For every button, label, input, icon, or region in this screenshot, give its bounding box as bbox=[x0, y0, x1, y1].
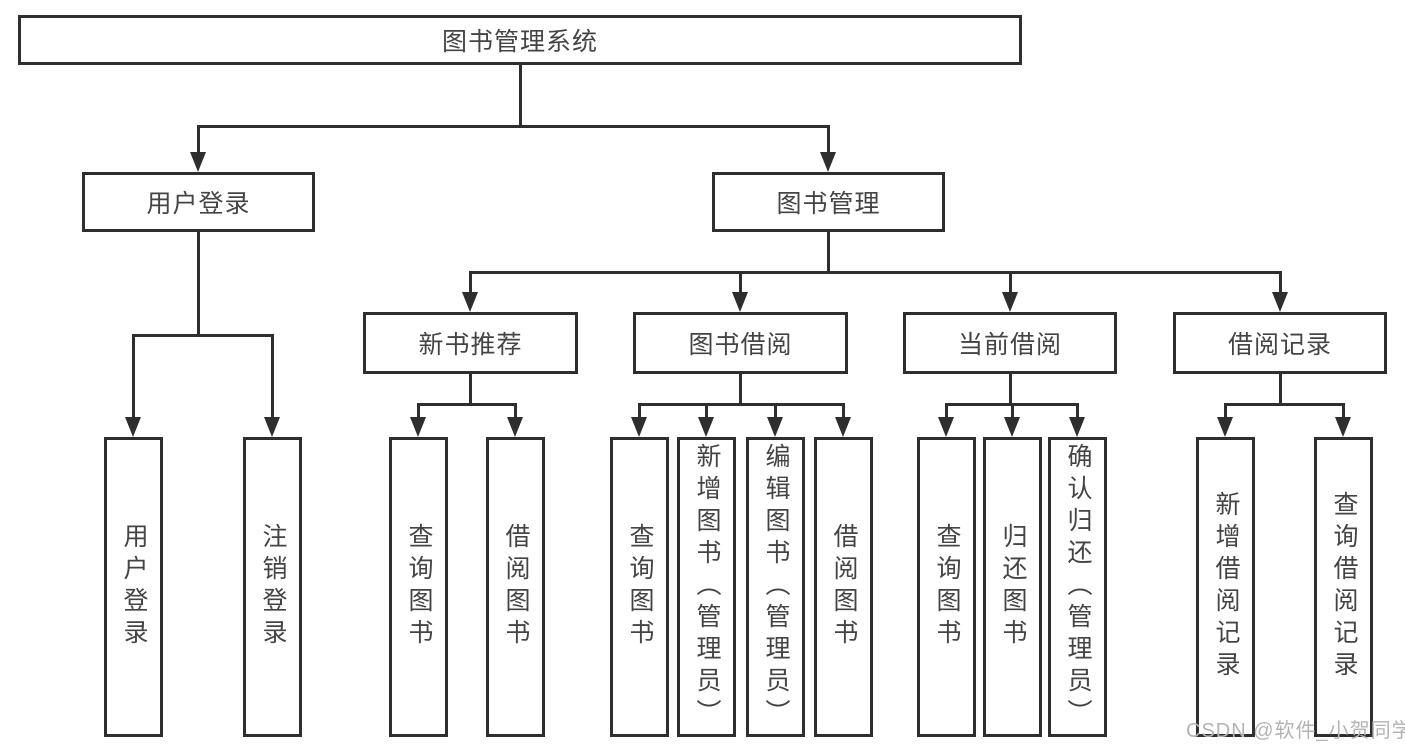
connector-line bbox=[469, 271, 472, 294]
connector-line bbox=[842, 403, 845, 419]
node-label: 用户登录 bbox=[120, 523, 148, 651]
leaf-borrow-books: 借阅图书 bbox=[814, 437, 873, 737]
connector-line bbox=[638, 403, 845, 406]
connector-line bbox=[271, 334, 274, 419]
connector-line bbox=[1279, 374, 1282, 405]
node-book-borrowing: 图书借阅 bbox=[633, 312, 848, 374]
node-label: 借阅图书 bbox=[502, 523, 530, 651]
leaf-borrow-books-recommend: 借阅图书 bbox=[486, 437, 545, 737]
node-current-borrowing: 当前借阅 bbox=[903, 312, 1117, 374]
arrow-down-icon bbox=[264, 417, 280, 437]
connector-line bbox=[132, 334, 274, 337]
node-user-login: 用户登录 bbox=[82, 172, 315, 232]
connector-line bbox=[197, 125, 200, 155]
node-new-book-recommendation: 新书推荐 bbox=[363, 312, 578, 374]
connector-line bbox=[827, 232, 830, 273]
leaf-add-books-admin: 新增图书（管理员） bbox=[677, 437, 736, 737]
arrow-down-icon bbox=[410, 417, 426, 437]
arrow-down-icon bbox=[125, 417, 141, 437]
arrow-down-icon bbox=[1272, 292, 1288, 312]
connector-line bbox=[197, 125, 830, 128]
leaf-confirm-return-admin: 确认归还（管理员） bbox=[1048, 437, 1107, 737]
node-label: 查询图书 bbox=[933, 523, 961, 651]
connector-line bbox=[1076, 403, 1079, 419]
connector-line bbox=[1009, 271, 1012, 294]
node-borrowing-records: 借阅记录 bbox=[1173, 312, 1387, 374]
connector-line bbox=[1011, 403, 1014, 419]
node-label: 注销登录 bbox=[259, 523, 287, 651]
connector-line bbox=[132, 334, 135, 419]
connector-line bbox=[1224, 403, 1345, 406]
connector-line bbox=[739, 271, 742, 294]
connector-line bbox=[827, 125, 830, 155]
node-label: 图书管理系统 bbox=[441, 28, 598, 56]
arrow-down-icon bbox=[190, 152, 206, 172]
connector-line bbox=[469, 374, 472, 405]
arrow-down-icon bbox=[1004, 417, 1020, 437]
leaf-query-borrow-record: 查询借阅记录 bbox=[1314, 437, 1373, 737]
node-label: 编辑图书（管理员） bbox=[762, 443, 790, 731]
arrow-down-icon bbox=[698, 417, 714, 437]
node-label: 用户登录 bbox=[146, 190, 251, 218]
leaf-query-books-current: 查询图书 bbox=[917, 437, 976, 737]
connector-line bbox=[739, 374, 742, 405]
leaf-add-borrow-record: 新增借阅记录 bbox=[1196, 437, 1255, 737]
connector-line bbox=[417, 403, 420, 419]
node-label: 新书推荐 bbox=[418, 331, 523, 359]
connector-line bbox=[638, 403, 641, 419]
node-label: 新增借阅记录 bbox=[1212, 491, 1240, 683]
leaf-edit-books-admin: 编辑图书（管理员） bbox=[746, 437, 805, 737]
connector-line bbox=[1342, 403, 1345, 419]
arrow-down-icon bbox=[462, 292, 478, 312]
node-label: 查询图书 bbox=[405, 523, 433, 651]
connector-line bbox=[469, 271, 1282, 274]
connector-line bbox=[1279, 271, 1282, 294]
arrow-down-icon bbox=[1217, 417, 1233, 437]
connector-line bbox=[417, 403, 517, 406]
leaf-return-books: 归还图书 bbox=[983, 437, 1042, 737]
node-book-management: 图书管理 bbox=[712, 172, 945, 232]
arrow-down-icon bbox=[1069, 417, 1085, 437]
arrow-down-icon bbox=[1002, 292, 1018, 312]
connector-line bbox=[705, 403, 708, 419]
arrow-down-icon bbox=[835, 417, 851, 437]
node-label: 查询图书 bbox=[626, 523, 654, 651]
connector-line bbox=[514, 403, 517, 419]
arrow-down-icon bbox=[1335, 417, 1351, 437]
leaf-query-books-recommend: 查询图书 bbox=[389, 437, 448, 737]
node-label: 确认归还（管理员） bbox=[1064, 443, 1092, 731]
arrow-down-icon bbox=[767, 417, 783, 437]
arrow-down-icon bbox=[820, 152, 836, 172]
connector-line bbox=[945, 403, 948, 419]
arrow-down-icon bbox=[938, 417, 954, 437]
node-label: 当前借阅 bbox=[957, 331, 1062, 359]
connector-line bbox=[1009, 374, 1012, 405]
node-label: 查询借阅记录 bbox=[1330, 491, 1358, 683]
connector-line bbox=[1224, 403, 1227, 419]
connector-line bbox=[774, 403, 777, 419]
csdn-watermark: CSDN @软件_小贺同学 bbox=[1186, 720, 1405, 742]
node-label: 新增图书（管理员） bbox=[693, 443, 721, 731]
arrow-down-icon bbox=[507, 417, 523, 437]
node-label: 借阅记录 bbox=[1227, 331, 1332, 359]
node-label: 借阅图书 bbox=[830, 523, 858, 651]
node-label: 图书管理 bbox=[776, 190, 881, 218]
leaf-user-login: 用户登录 bbox=[104, 437, 163, 737]
arrow-down-icon bbox=[732, 292, 748, 312]
leaf-query-books-borrowing: 查询图书 bbox=[610, 437, 669, 737]
node-label: 归还图书 bbox=[999, 523, 1027, 651]
leaf-logout: 注销登录 bbox=[243, 437, 302, 737]
node-root-book-management-system: 图书管理系统 bbox=[18, 15, 1022, 65]
node-label: 图书借阅 bbox=[688, 331, 793, 359]
connector-line bbox=[519, 65, 522, 127]
arrow-down-icon bbox=[631, 417, 647, 437]
connector-line bbox=[197, 232, 200, 336]
